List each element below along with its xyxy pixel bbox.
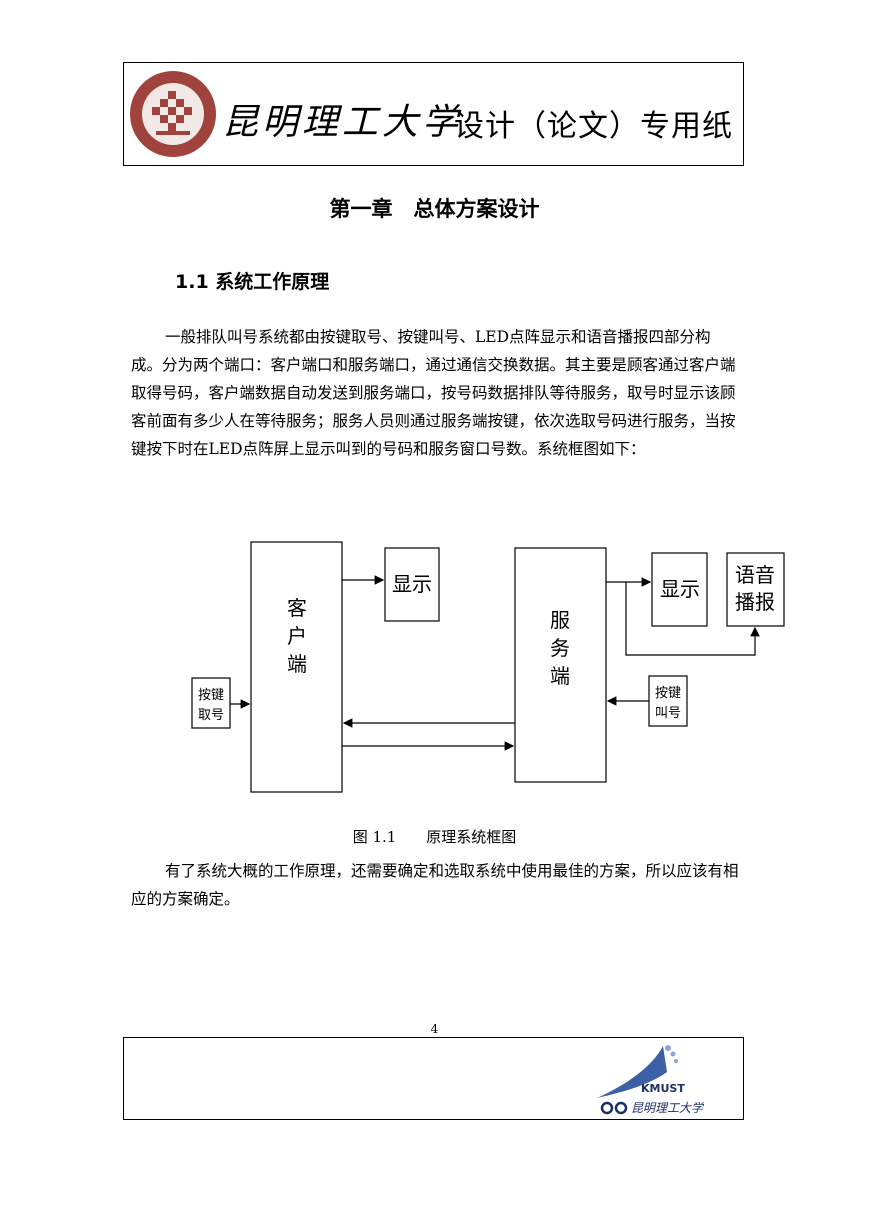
key-take-box — [191, 677, 231, 729]
client-box — [250, 541, 343, 793]
server-box — [514, 547, 607, 783]
client-label-1: 客 — [287, 596, 307, 620]
figure-caption: 图 1.1 原理系统框图 — [352, 828, 517, 846]
display-left-label: 显示 — [392, 572, 432, 596]
header-title: 设计（论文）专用纸 — [454, 109, 733, 144]
voice-label-1: 语音 — [735, 563, 775, 587]
key-call-label-1: 按键 — [655, 686, 681, 701]
display-right-box — [651, 552, 708, 627]
server-label-1: 服 — [550, 608, 570, 632]
client-label-3: 端 — [287, 652, 307, 676]
arrow-server-to-voice — [625, 582, 760, 656]
server-label-3: 端 — [550, 664, 570, 688]
voice-box — [726, 552, 785, 627]
school-name: 昆明理工大学 — [222, 102, 463, 143]
client-label-2: 户 — [287, 624, 307, 648]
kmust-logo: KMUST 昆明理工大学 — [597, 1045, 705, 1115]
body-paragraph-1: 一般排队叫号系统都由按键取号、按键叫号、LED点阵显示和语音播报四部分构成。分为… — [131, 328, 736, 458]
system-block-diagram: 客 户 端 服 务 端 显示 显示 语音 播报 按键 取号 按键 叫号 — [191, 541, 785, 793]
display-left-box — [384, 547, 440, 622]
key-take-label-2: 取号 — [198, 708, 224, 723]
display-right-label: 显示 — [660, 577, 700, 601]
voice-label-2: 播报 — [735, 590, 775, 614]
section-title: 1.1 系统工作原理 — [175, 271, 330, 293]
svg-text:昆明理工大学: 昆明理工大学 — [631, 1101, 705, 1115]
page-header: 昆明理工大学 设计（论文）专用纸 — [123, 62, 744, 166]
page-number: 4 — [430, 1022, 439, 1036]
key-take-label-1: 按键 — [198, 688, 224, 703]
body-paragraph-2: 有了系统大概的工作原理，还需要确定和选取系统中使用最佳的方案，所以应该有相应的方… — [131, 862, 739, 908]
page-footer: KMUST 昆明理工大学 — [123, 1037, 744, 1120]
university-seal-logo — [130, 71, 216, 157]
key-call-label-2: 叫号 — [655, 706, 681, 721]
chapter-title: 第一章 总体方案设计 — [329, 197, 540, 221]
svg-text:KMUST: KMUST — [641, 1082, 685, 1095]
server-label-2: 务 — [550, 636, 570, 660]
